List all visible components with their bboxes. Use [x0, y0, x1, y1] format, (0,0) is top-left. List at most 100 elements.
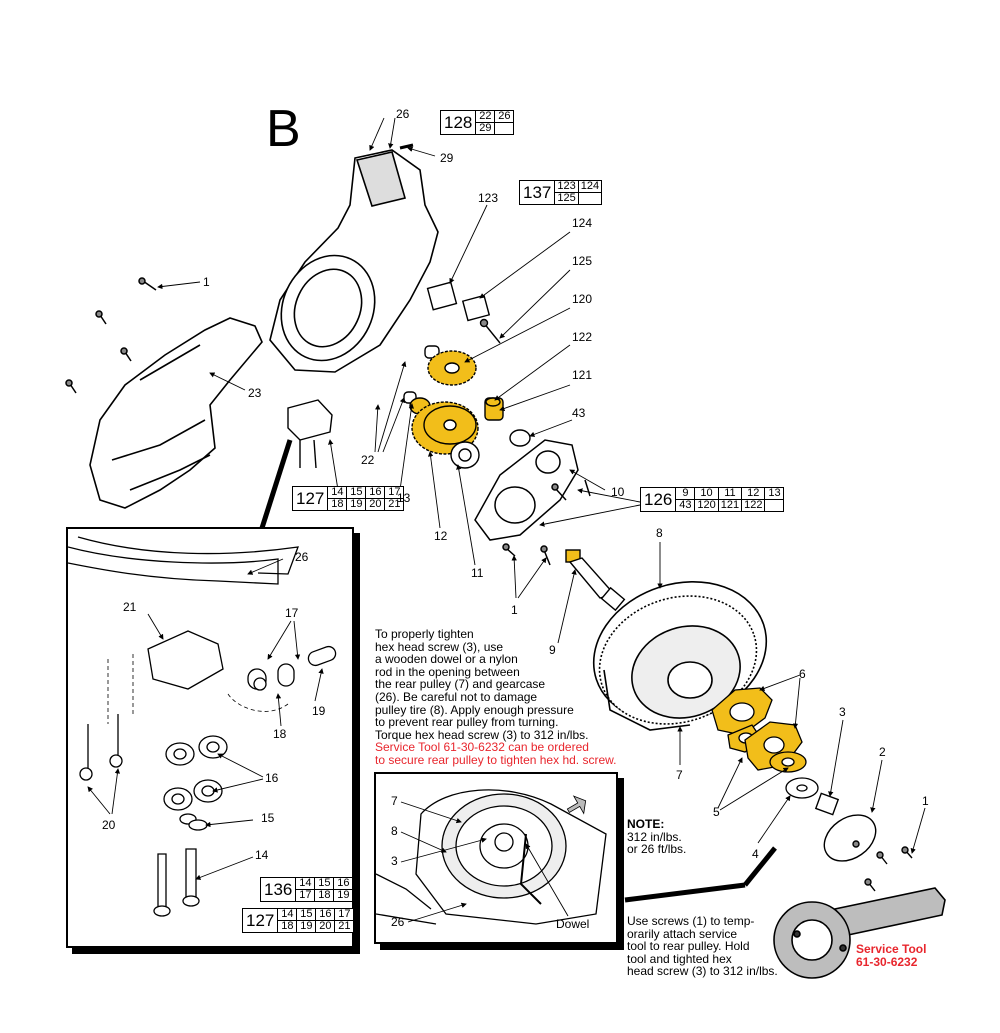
kit-item: 15	[314, 877, 335, 890]
callout-2: 2	[879, 745, 886, 759]
kit-item: 20	[365, 498, 386, 511]
kit-item: 16	[333, 877, 354, 890]
inset-callout-18: 18	[273, 727, 287, 741]
kit-box-128: 128 22 26 29	[439, 110, 515, 135]
callout-43: 43	[572, 406, 586, 420]
service-tool-name: Service Tool	[856, 942, 927, 956]
inset-callout-17: 17	[285, 606, 299, 620]
callout-11: 11	[471, 566, 484, 580]
kit-item	[764, 499, 785, 512]
kit-id: 136	[259, 877, 297, 902]
torque-instructions: To properly tighten hex head screw (3), …	[375, 628, 635, 767]
kit-item: 9	[675, 487, 696, 500]
inset-callout-21: 21	[123, 600, 137, 614]
kit-item: 18	[314, 889, 335, 902]
torque-note: NOTE: 312 in/lbs. or 26 ft/lbs.	[627, 818, 686, 856]
kit-item: 22	[475, 110, 496, 123]
kit-item: 10	[694, 487, 719, 500]
inset-callout-14: 14	[255, 848, 269, 862]
inset-callout-26: 26	[295, 550, 309, 564]
callout-9: 9	[549, 643, 556, 657]
kit-item: 123	[554, 180, 579, 193]
instruction-line: To properly tighten	[375, 627, 474, 641]
instruction-line: hex head screw (3), use	[375, 639, 504, 654]
gear-plate	[474, 439, 591, 566]
note-line: 312 in/lbs.	[627, 829, 682, 844]
callout-23: 23	[248, 386, 262, 400]
callout-22: 22	[361, 453, 375, 467]
kit-item: 18	[327, 498, 348, 511]
gear-set	[409, 350, 531, 469]
callout-26: 26	[396, 107, 410, 121]
kit-item: 19	[333, 889, 354, 902]
note-line: or 26 ft/lbs.	[627, 842, 687, 857]
callout-6: 6	[799, 667, 806, 681]
instruction-line: a wooden dowel or a nylon	[375, 652, 518, 667]
instruction-line: (26). Be careful not to damage	[375, 689, 538, 704]
callout-1c: 1	[922, 794, 929, 808]
tool-line: tool to rear pulley. Hold	[627, 939, 750, 954]
callout-7: 7	[676, 768, 683, 782]
callout-3: 3	[839, 705, 846, 719]
service-tool-number: 61-30-6232	[856, 954, 918, 969]
instruction-line: the rear pulley (7) and gearcase	[375, 677, 546, 692]
kit-item: 125	[554, 192, 579, 205]
retaining-hardware	[814, 792, 913, 892]
instruction-line: to prevent rear pulley from turning.	[375, 715, 559, 730]
section-letter: B	[266, 100, 301, 158]
kit-box-127-inset: 127 14 15 16 17 18 19 20 21	[241, 908, 355, 933]
kit-id: 126	[639, 487, 677, 512]
kit-item: 19	[346, 498, 367, 511]
inset-drawing	[68, 536, 337, 917]
kit-id: 127	[291, 486, 329, 511]
callout-122: 122	[572, 330, 593, 344]
inset-callout-16: 16	[265, 771, 279, 785]
kit-box-126: 126 9 10 11 12 13 43 120 121 122	[639, 487, 785, 512]
instruction-line: pulley tire (8). Apply enough pressure	[375, 702, 574, 717]
inset-connector-top	[259, 439, 293, 529]
service-tool-label: Service Tool 61-30-6232	[856, 943, 926, 968]
kit-item: 14	[277, 908, 298, 921]
callout-1b: 1	[511, 603, 518, 617]
kit-item: 20	[315, 920, 336, 933]
screw-group-left	[65, 277, 157, 394]
dowel-label: Dowel	[556, 917, 590, 931]
service-tool-note: Service Tool 61-30-6232 can be ordered	[375, 740, 589, 755]
tool-instructions: Use screws (1) to temp- orarily attach s…	[627, 915, 807, 978]
small-hardware	[403, 281, 501, 404]
kit-item: 16	[365, 486, 386, 499]
note-title: NOTE:	[627, 817, 665, 831]
pulley-callout-8: 8	[391, 824, 398, 838]
kit-item: 12	[741, 487, 766, 500]
callout-125: 125	[572, 254, 593, 268]
leader-lines	[157, 117, 926, 854]
pulley-callout-7: 7	[391, 794, 398, 808]
kit-item: 21	[384, 498, 405, 511]
inset-callout-15: 15	[261, 811, 275, 825]
service-tool-wrench	[773, 887, 946, 979]
kit-box-137: 137 123 124 125	[518, 180, 603, 205]
kit-item: 29	[475, 122, 496, 135]
kit-item: 14	[295, 877, 316, 890]
inset-callout-20: 20	[102, 818, 116, 832]
callout-8: 8	[656, 526, 663, 540]
inset-connector-bottom	[624, 882, 746, 903]
tool-line: head screw (3) to 312 in/lbs.	[627, 964, 778, 979]
detail-inset-pulley: 7 8 3 26 Dowel	[374, 772, 618, 944]
callout-10: 10	[611, 485, 625, 499]
inset-callout-19: 19	[312, 704, 326, 718]
gear-case-housing	[269, 143, 439, 373]
instruction-line: rod in the opening between	[375, 664, 520, 679]
kit-item	[577, 192, 603, 205]
kit-item: 124	[577, 180, 603, 193]
callout-123: 123	[478, 191, 499, 205]
kit-item: 43	[675, 499, 696, 512]
kit-box-127: 127 14 15 16 17 18 19 20 21	[291, 486, 405, 511]
kit-item: 14	[327, 486, 348, 499]
kit-item: 11	[717, 487, 743, 500]
kit-item: 17	[334, 908, 355, 921]
callout-29: 29	[440, 151, 454, 165]
pulley-detail-drawing	[376, 789, 607, 925]
spacer-washers	[711, 687, 819, 799]
kit-id: 128	[439, 110, 477, 135]
